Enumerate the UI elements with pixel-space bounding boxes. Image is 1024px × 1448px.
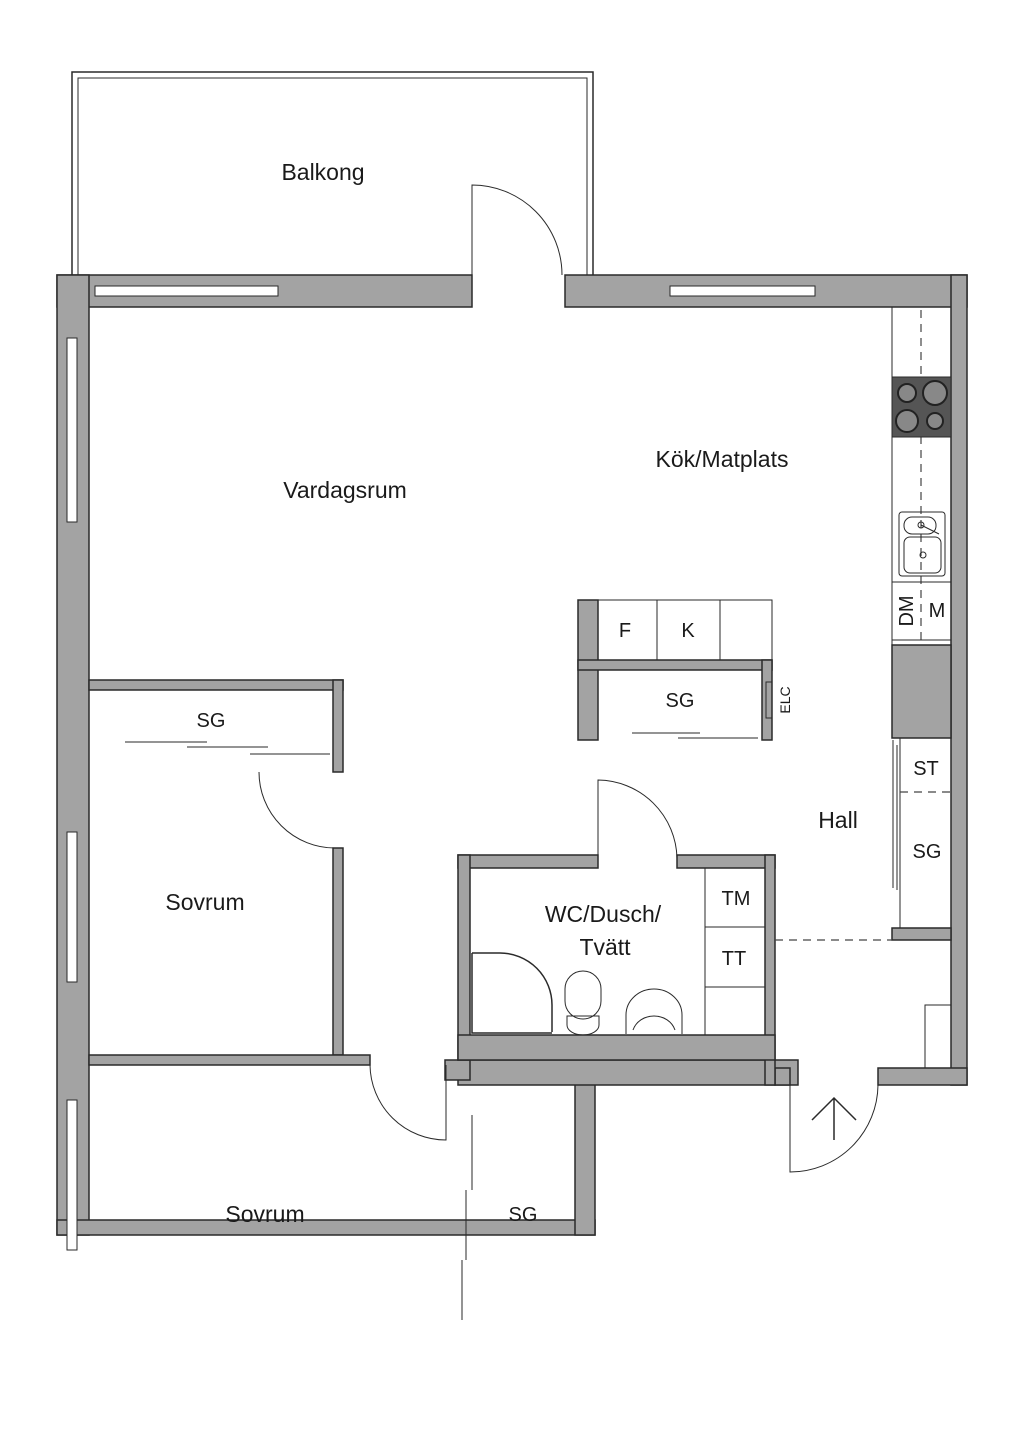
label-washing-machine: TM (722, 888, 751, 910)
label-wardrobe: SG (197, 710, 226, 732)
label-dishwasher: DM (896, 595, 918, 626)
shower-icon (471, 952, 553, 1034)
toilet-icon (564, 970, 602, 1036)
bathroom-fixtures (471, 867, 766, 1036)
label-linen-cupboard: ST (913, 758, 939, 780)
label-tumble-dryer: TT (722, 948, 746, 970)
label-balcony: Balkong (281, 159, 364, 185)
exterior-walls (56, 274, 968, 1236)
label-bedroom-1: Sovrum (165, 889, 244, 915)
sliding-door (632, 732, 758, 739)
washbasin-icon (625, 988, 683, 1034)
balcony (71, 71, 594, 275)
label-microwave: M (929, 600, 946, 622)
wardrobe-sliding-doors[interactable] (125, 741, 473, 1320)
appliance-cabinets (597, 599, 773, 739)
label-kitchen: Kök/Matplats (656, 446, 789, 472)
label-bedroom-2: Sovrum (225, 1201, 304, 1227)
label-wardrobe: SG (509, 1204, 538, 1226)
label-electrical: ELC (777, 686, 793, 713)
label-bathroom-2: Tvätt (579, 934, 631, 960)
label-wardrobe: SG (913, 841, 942, 863)
kitchen-counter (891, 306, 952, 646)
label-bathroom-1: WC/Dusch/ (545, 901, 662, 927)
doors[interactable] (258, 771, 879, 1173)
label-freezer: K (681, 620, 695, 642)
sink-icon (898, 511, 946, 577)
label-living-room: Vardagsrum (283, 477, 407, 503)
windows (66, 285, 816, 1251)
hall-cabinets (775, 737, 952, 1069)
room-labels: Balkong Vardagsrum Kök/Matplats Hall WC/… (165, 159, 945, 1227)
interior-walls (88, 599, 952, 1086)
balcony-door[interactable] (471, 184, 563, 276)
entrance-arrow-icon (811, 1096, 857, 1140)
label-fridge: F (619, 620, 631, 642)
label-hall: Hall (818, 807, 858, 833)
label-wardrobe: SG (666, 690, 695, 712)
